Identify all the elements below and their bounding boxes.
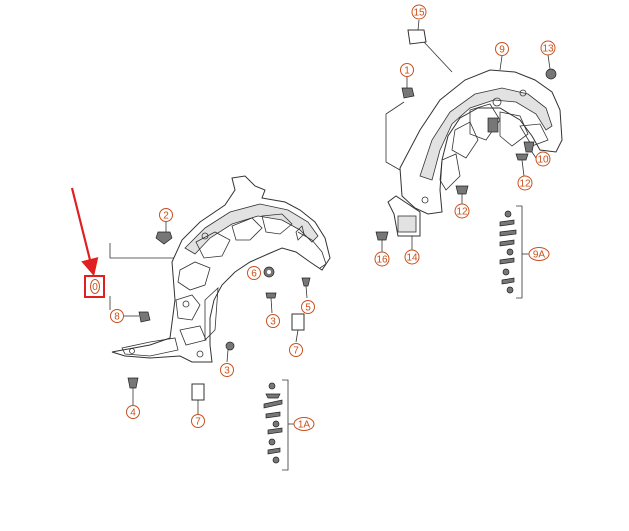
callout-7-lower[interactable]: 7: [195, 417, 201, 428]
callout-15[interactable]: 15: [413, 8, 425, 19]
callout-12-upper[interactable]: 12: [519, 179, 531, 190]
screw-icon-12b: [455, 185, 469, 195]
bolt-icon-16: [375, 231, 389, 241]
screw-icon-4: [127, 377, 139, 389]
callout-16[interactable]: 16: [376, 255, 388, 266]
callout-10[interactable]: 10: [537, 155, 549, 166]
bolt-icon-5: [301, 277, 311, 287]
callout-5[interactable]: 5: [305, 303, 311, 314]
fastener-kit-1a: [263, 379, 295, 471]
screw-icon-12a: [515, 153, 529, 161]
front-fasteners: [124, 222, 311, 414]
callout-1a[interactable]: 1A: [298, 420, 311, 431]
rear-fasteners: [375, 19, 557, 252]
callout-4[interactable]: 4: [130, 408, 136, 419]
callout-3-lower[interactable]: 3: [224, 366, 230, 377]
callout-8[interactable]: 8: [114, 312, 120, 323]
callout-9a[interactable]: 9A: [533, 250, 546, 261]
callout-13[interactable]: 13: [542, 44, 554, 55]
callout-3-upper[interactable]: 3: [270, 317, 276, 328]
callout-0[interactable]: 0: [92, 282, 98, 293]
screw-icon-3a: [265, 292, 277, 299]
clip-icon-7a: [291, 313, 305, 331]
rear-wheel-housing-liner: [385, 69, 563, 215]
clip-icon-2: [155, 231, 173, 245]
red-arrow-icon: [70, 187, 99, 277]
screw-icon-3b: [225, 341, 235, 351]
callout-2[interactable]: 2: [163, 211, 169, 222]
callout-1[interactable]: 1: [404, 66, 410, 77]
callout-14[interactable]: 14: [406, 253, 418, 264]
nut-icon-13: [545, 68, 557, 80]
clip-icon-15: [407, 29, 427, 45]
fastener-kit-9a: [499, 205, 529, 299]
front-wheel-housing-liner: [109, 175, 331, 363]
callout-12-lower[interactable]: 12: [456, 207, 468, 218]
callout-6[interactable]: 6: [251, 269, 257, 280]
callouts: 0 2 6 3 5 7 8 3 4 7 1A 15 1 9 13 10: [70, 4, 556, 431]
group-bracket-line: [109, 243, 175, 259]
screw-icon-10: [523, 141, 535, 153]
clip-icon-7b: [191, 383, 205, 401]
highlight-box: [84, 275, 105, 298]
rear-bracket-line: [385, 101, 405, 171]
callout-7-upper[interactable]: 7: [293, 346, 299, 357]
callout-9[interactable]: 9: [499, 45, 505, 56]
clip-icon-8: [138, 311, 151, 323]
clip-icon-1: [401, 87, 415, 99]
